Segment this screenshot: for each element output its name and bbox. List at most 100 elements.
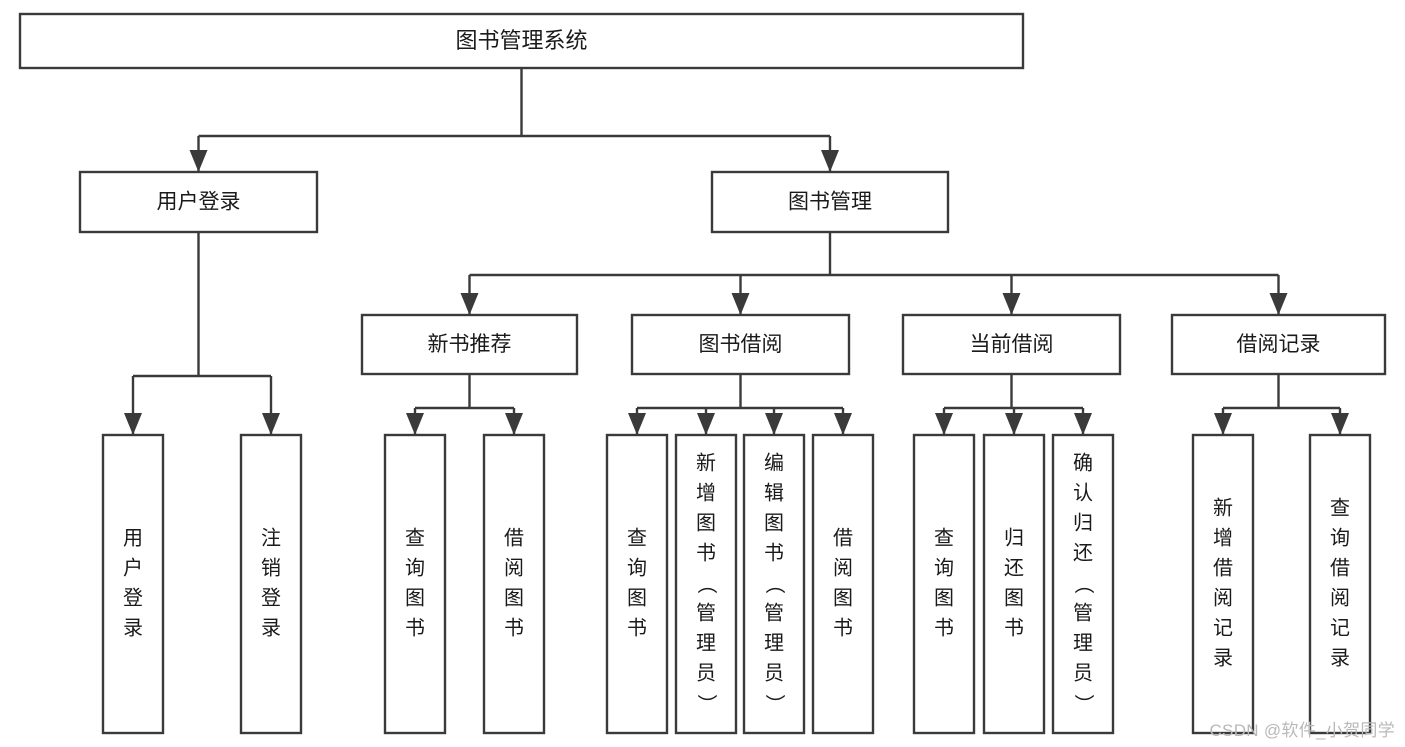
- node-label-leaf-user-login: 用户登录: [123, 527, 143, 639]
- node-box-user-login[interactable]: [78, 170, 319, 234]
- label-glyph: 注: [261, 526, 281, 549]
- label-glyph: 员: [764, 662, 784, 684]
- borrow-record-arrow-0: [1214, 413, 1232, 435]
- node-box-leaf-borrow-book-2[interactable]: [811, 433, 875, 735]
- label-glyph: 员: [1073, 662, 1093, 684]
- node-box-current-borrow[interactable]: [901, 313, 1122, 376]
- label-glyph: 录: [123, 617, 143, 639]
- label-glyph: 询: [627, 556, 647, 579]
- node-box-leaf-user-login[interactable]: [101, 433, 165, 735]
- label-glyph: （: [1072, 574, 1095, 594]
- node-label-root: 图书管理系统: [455, 28, 587, 53]
- node-box-leaf-return-book[interactable]: [982, 433, 1046, 735]
- label-glyph: 理: [764, 632, 784, 654]
- label-glyph: 管: [1073, 601, 1093, 624]
- current-borrow-arrow-2: [1074, 413, 1092, 435]
- label-glyph: 借: [833, 526, 853, 549]
- label-glyph: 图: [1004, 587, 1024, 609]
- nodes-layer: 图书管理系统用户登录图书管理新书推荐图书借阅当前借阅借阅记录用户登录注销登录查询…: [18, 12, 1387, 735]
- node-box-leaf-edit-book[interactable]: [742, 433, 806, 735]
- node-box-leaf-query-borrow-record[interactable]: [1308, 433, 1372, 735]
- label-glyph: 阅: [504, 556, 524, 579]
- current-borrow-arrow-1: [1005, 413, 1023, 435]
- label-glyph: 书: [696, 541, 716, 564]
- node-label-book-management: 图书管理: [788, 191, 872, 214]
- node-box-leaf-logout[interactable]: [239, 433, 303, 735]
- new-book-recommend-arrow-1: [505, 413, 523, 435]
- node-box-book-borrow[interactable]: [630, 313, 851, 376]
- node-box-leaf-confirm-return[interactable]: [1051, 433, 1115, 735]
- root-arrow-1: [821, 150, 839, 172]
- label-glyph: 图: [764, 512, 784, 534]
- label-glyph: 销: [261, 556, 281, 579]
- node-box-leaf-query-book-2[interactable]: [605, 433, 669, 735]
- node-box-root[interactable]: [18, 12, 1025, 70]
- node-box-leaf-borrow-book-1[interactable]: [482, 433, 546, 735]
- label-glyph: 阅: [1330, 586, 1350, 609]
- label-glyph: 借: [1213, 556, 1233, 579]
- node-label-book-borrow: 图书借阅: [699, 333, 783, 356]
- node-box-leaf-add-book[interactable]: [674, 433, 738, 735]
- node-box-leaf-query-book-1[interactable]: [383, 433, 447, 735]
- label-glyph: 书: [1004, 616, 1024, 639]
- label-glyph: 还: [1004, 556, 1024, 579]
- label-glyph: 理: [696, 632, 716, 654]
- label-glyph: 归: [1073, 511, 1093, 534]
- label-glyph: 图: [405, 587, 425, 609]
- label-glyph: 增: [696, 481, 716, 504]
- label-glyph: 书: [504, 616, 524, 639]
- node-label-user-login: 用户登录: [157, 191, 241, 214]
- new-book-recommend-arrow-0: [406, 413, 424, 435]
- label-glyph: 书: [405, 616, 425, 639]
- root-arrow-0: [189, 150, 208, 172]
- label-glyph: 编: [764, 451, 784, 474]
- book-management-arrow-0: [460, 293, 479, 315]
- label-glyph: 图: [934, 587, 954, 609]
- label-glyph: 借: [1330, 556, 1350, 579]
- user-login-arrow-1: [262, 413, 280, 435]
- node-label-borrow-record: 借阅记录: [1237, 333, 1321, 356]
- label-glyph: 查: [627, 526, 647, 549]
- label-glyph: 书: [934, 616, 954, 639]
- label-glyph: 书: [764, 541, 784, 564]
- label-glyph: 图: [696, 512, 716, 534]
- label-glyph: 查: [1330, 496, 1350, 519]
- node-box-book-management[interactable]: [710, 170, 950, 234]
- book-management-arrow-1: [731, 293, 750, 315]
- label-glyph: 查: [934, 526, 954, 549]
- label-glyph: （: [695, 574, 718, 594]
- label-glyph: 借: [504, 526, 524, 549]
- user-login-arrow-0: [124, 413, 142, 435]
- label-glyph: ）: [1072, 694, 1095, 714]
- node-box-new-book-recommend[interactable]: [360, 313, 579, 376]
- node-box-borrow-record[interactable]: [1170, 313, 1387, 376]
- label-glyph: 询: [934, 556, 954, 579]
- book-management-arrow-2: [1002, 293, 1021, 315]
- label-glyph: 归: [1004, 526, 1024, 549]
- label-glyph: 还: [1073, 541, 1093, 564]
- label-glyph: 员: [696, 662, 716, 684]
- label-glyph: 录: [261, 617, 281, 639]
- label-glyph: 登: [261, 586, 281, 609]
- node-box-leaf-query-book-3[interactable]: [912, 433, 976, 735]
- label-glyph: 登: [123, 586, 143, 609]
- label-glyph: 录: [1213, 647, 1233, 669]
- label-glyph: 新: [696, 451, 716, 474]
- book-borrow-arrow-2: [765, 413, 783, 435]
- node-box-leaf-add-borrow-record[interactable]: [1191, 433, 1255, 735]
- label-glyph: 书: [627, 616, 647, 639]
- label-glyph: 认: [1073, 481, 1093, 504]
- label-glyph: 阅: [833, 556, 853, 579]
- label-glyph: 管: [696, 601, 716, 624]
